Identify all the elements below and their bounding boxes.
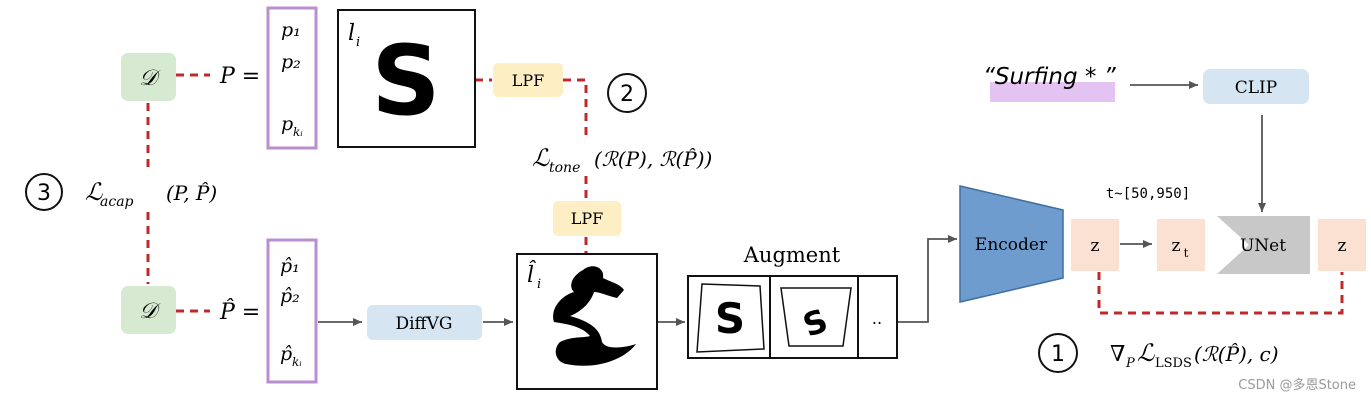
acap-loss-symbol: ℒ <box>85 178 103 206</box>
pk-label: p <box>281 113 293 135</box>
prompt-text: “Surfing * ” <box>983 64 1117 102</box>
timestep-range: t~[50,950] <box>1106 186 1190 202</box>
diffvg-box <box>367 305 482 340</box>
sds-loss-args: (ℛ(P̂), c) <box>1194 342 1279 366</box>
z-input-label: z <box>1091 236 1100 256</box>
step-2: 2 <box>607 73 647 113</box>
step-1-number: 1 <box>1051 342 1065 367</box>
dash-z-to-z <box>1097 272 1344 315</box>
d-top-label: 𝒟 <box>139 66 161 91</box>
phat-vector-box <box>266 238 318 384</box>
lpf-mid-box <box>553 201 621 236</box>
lpf-mid: LPF <box>553 201 621 236</box>
li-image: l i S <box>337 9 476 148</box>
clip-label: CLIP <box>1235 78 1277 98</box>
augment-view-1-frame <box>696 283 765 353</box>
augment-frame <box>687 275 898 359</box>
step-3-number: 3 <box>37 181 51 206</box>
lpf-top-box <box>493 63 563 97</box>
d-bottom: 𝒟 <box>121 286 176 334</box>
phat-vector: p̂₁ p̂₂ p̂ kᵢ <box>266 238 318 384</box>
diffvg-label: DiffVG <box>395 314 452 334</box>
phk-label: p̂ <box>280 343 292 365</box>
diffvg-node: DiffVG <box>367 305 482 340</box>
unet-node: UNet <box>1217 216 1310 274</box>
p-equals: P = <box>219 64 260 89</box>
ph1-label: p̂₁ <box>280 255 300 277</box>
lhat-label: l̂ <box>527 261 537 288</box>
sds-grad-symbol: ∇ <box>1110 342 1125 367</box>
z-t-label: z <box>1172 236 1181 256</box>
sds-loss: ∇ P ℒ LSDS (ℛ(P̂), c) <box>1110 339 1279 371</box>
augment-block: Augment S S .. <box>687 243 898 359</box>
sds-grad-subscript: P <box>1125 356 1135 371</box>
acap-loss-args: (P, P̂) <box>166 181 217 205</box>
encoder-shape <box>959 185 1064 303</box>
p-vector-box <box>266 6 318 150</box>
sds-loss-symbol: ℒ <box>1137 339 1155 367</box>
li-label: l <box>348 21 355 46</box>
p-vector: p₁ p₂ p kᵢ <box>266 6 318 150</box>
phat-equals: P̂ = <box>219 299 260 325</box>
ph2-label: p̂₂ <box>280 285 300 307</box>
p1-label: p₁ <box>281 19 301 41</box>
augment-view-2-frame <box>780 287 852 347</box>
z-output-label: z <box>1338 236 1347 256</box>
z-output: z <box>1318 219 1366 271</box>
step-3: 3 <box>25 173 63 211</box>
dash-lpf-to-tone <box>563 78 588 140</box>
step-3-circle <box>25 173 63 211</box>
z-output-box <box>1318 219 1366 271</box>
prompt-highlight <box>990 82 1115 102</box>
d-bottom-label: 𝒟 <box>139 299 161 324</box>
lpf-top-label: LPF <box>512 71 545 90</box>
lpf-mid-label: LPF <box>571 209 604 228</box>
li-frame <box>337 9 476 148</box>
watermark: CSDN @多恩Stone <box>1238 377 1356 393</box>
z-input: z <box>1071 219 1119 271</box>
phk-subscript: kᵢ <box>292 355 302 369</box>
tone-loss-args: (ℛ(P), ℛ(P̂)) <box>594 147 712 171</box>
encoder-node: Encoder <box>959 185 1064 303</box>
step-1-circle <box>1038 333 1078 373</box>
augment-view-1-glyph: S <box>715 294 745 343</box>
z-input-box <box>1071 219 1119 271</box>
encoder-label: Encoder <box>975 235 1048 255</box>
unet-shape-right <box>1220 216 1308 274</box>
tone-loss: ℒ tone (ℛ(P), ℛ(P̂)) <box>532 144 712 176</box>
unet-label: UNet <box>1240 236 1286 256</box>
d-top-box <box>121 53 176 101</box>
lhat-image: l̂ i <box>516 253 658 390</box>
clip-node: CLIP <box>1203 69 1309 104</box>
surfer-silhouette <box>553 266 636 366</box>
acap-loss-subscript: acap <box>100 194 134 210</box>
pk-subscript: kᵢ <box>293 125 303 139</box>
tone-loss-symbol: ℒ <box>532 144 550 172</box>
augment-label: Augment <box>743 243 841 267</box>
li-subscript: i <box>356 35 360 50</box>
z-t-box <box>1157 219 1205 271</box>
sds-loss-subscript: LSDS <box>1155 356 1192 371</box>
arrow-augment-to-encoder <box>897 235 957 323</box>
z-t-subscript: t <box>1184 246 1189 260</box>
acap-loss: ℒ acap (P, P̂) <box>85 178 217 210</box>
dashed-connectors <box>146 73 1344 315</box>
step-2-circle <box>607 73 647 113</box>
lhat-subscript: i <box>537 277 541 292</box>
step-2-number: 2 <box>620 82 634 107</box>
d-top: 𝒟 <box>121 53 176 101</box>
tone-loss-subscript: tone <box>549 160 580 176</box>
arrows <box>318 81 1266 326</box>
clip-box <box>1203 69 1309 104</box>
prompt-label: “Surfing * ” <box>983 64 1117 90</box>
lpf-top: LPF <box>493 63 563 97</box>
d-bottom-box <box>121 286 176 334</box>
step-1: 1 <box>1038 333 1078 373</box>
z-t: z t <box>1157 219 1205 271</box>
augment-more: .. <box>872 309 882 328</box>
li-glyph: S <box>371 25 440 137</box>
p2-label: p₂ <box>281 51 301 73</box>
